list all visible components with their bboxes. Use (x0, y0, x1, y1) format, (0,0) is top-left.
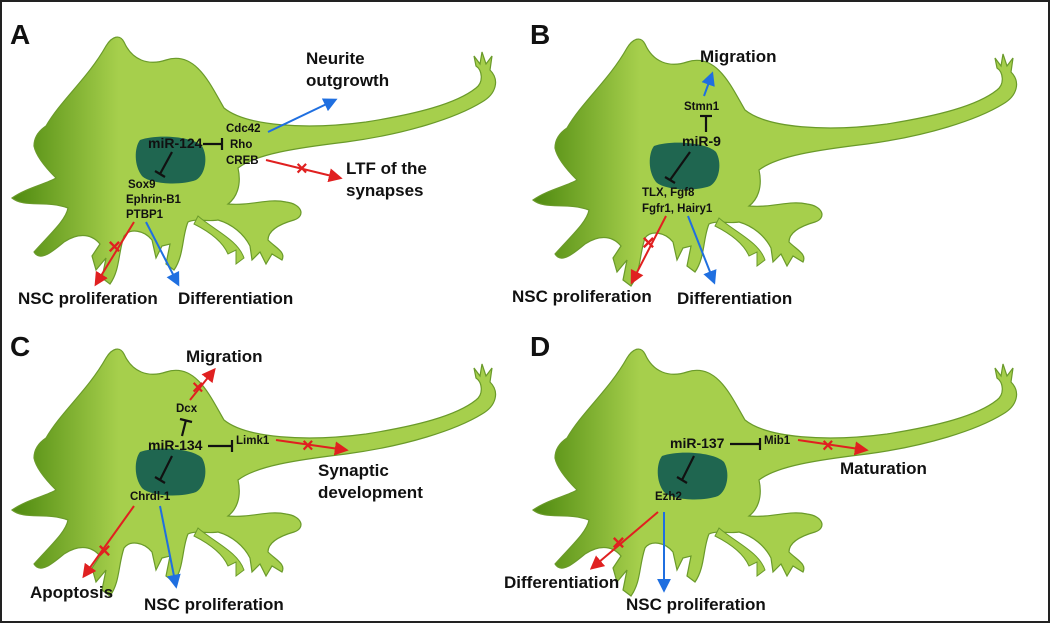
inhibit-line-c3 (159, 455, 173, 481)
panel-d: D miR-137 Mib1 × Maturation Ezh2 × Diffe… (504, 331, 1018, 614)
panel-letter-c: C (10, 331, 30, 362)
arrow-a-neurite (267, 98, 338, 133)
block-x-a1: × (296, 158, 308, 180)
arrow-a-diff (145, 221, 180, 287)
mirna-label-b: miR-9 (682, 133, 721, 149)
panel-a: A miR-124 Cdc42 Rho CREB Sox9 Ephrin-B1 … (10, 19, 497, 308)
outcome-a-neurite-2: outgrowth (306, 71, 389, 90)
arrow-c-nsc (159, 505, 181, 589)
panel-letter-a: A (10, 19, 30, 50)
arrow-b-diff (687, 215, 717, 285)
outcome-d-diff: Differentiation (504, 573, 619, 592)
outcome-c-synaptic-1: Synaptic (318, 461, 389, 480)
outcome-a-ltf-2: synapses (346, 181, 424, 200)
arrow-d-maturation (797, 439, 869, 456)
block-x-c3: × (98, 538, 111, 563)
target-d-mib1: Mib1 (764, 435, 791, 447)
inhibit-line-c1 (180, 419, 188, 437)
outcome-c-migration: Migration (186, 347, 263, 366)
mirna-label-a: miR-124 (148, 135, 203, 151)
nucleus-c (135, 448, 206, 496)
arrow-a-ltf (265, 159, 343, 183)
panel-c: C × Migration Dcx miR-134 Limk1 × Synapt… (10, 331, 497, 614)
inhibit-line-d2 (681, 455, 695, 481)
inhibit-line-b2 (669, 151, 691, 181)
nucleus-b (649, 142, 720, 190)
outcome-a-nsc: NSC proliferation (18, 289, 158, 308)
outcome-b-diff: Differentiation (677, 289, 792, 308)
outcome-b-nsc: NSC proliferation (512, 287, 652, 306)
inhibit-line-a2 (159, 151, 173, 175)
target-b-fgfr1: Fgfr1, Hairy1 (642, 203, 713, 215)
target-c-limk1: Limk1 (236, 435, 270, 447)
block-x-d2: × (612, 530, 625, 555)
panel-b: B Migration Stmn1 miR-9 TLX, Fgf8 Fgfr1,… (512, 19, 1018, 308)
block-x-a2: × (108, 234, 121, 259)
block-x-d1: × (822, 435, 834, 457)
outcome-a-ltf-1: LTF of the (346, 159, 427, 178)
outcome-d-maturation: Maturation (840, 459, 927, 478)
outcome-a-diff: Differentiation (178, 289, 293, 308)
outcome-d-nsc: NSC proliferation (626, 595, 766, 614)
mirna-label-d: miR-137 (670, 435, 725, 451)
block-x-c1: × (192, 377, 204, 399)
outcome-c-nsc: NSC proliferation (144, 595, 284, 614)
arrow-c-synaptic (275, 439, 349, 456)
neuron-cell-c (11, 348, 497, 597)
outcome-c-synaptic-2: development (318, 483, 423, 502)
target-a-ephrin: Ephrin-B1 (126, 194, 182, 206)
arrow-c-apoptosis (82, 505, 135, 579)
target-b-tlx: TLX, Fgf8 (642, 187, 695, 199)
panel-letter-b: B (530, 19, 550, 50)
target-a-cdc42: Cdc42 (226, 123, 261, 135)
block-x-b1: × (642, 230, 655, 255)
target-b-stmn1: Stmn1 (684, 101, 720, 113)
arrow-d-diff (589, 511, 659, 570)
arrow-b-nsc (630, 215, 667, 285)
target-c-dcx: Dcx (176, 403, 198, 415)
target-a-ptbp1: PTBP1 (126, 209, 164, 221)
target-a-creb: CREB (226, 155, 259, 167)
target-c-chrdl1: Chrdl-1 (130, 491, 171, 503)
outcome-c-apoptosis: Apoptosis (30, 583, 113, 602)
mirna-label-c: miR-134 (148, 437, 203, 453)
target-d-ezh2: Ezh2 (655, 491, 682, 503)
neuron-cell-d (532, 348, 1018, 597)
target-a-rho: Rho (230, 139, 252, 151)
outcome-a-neurite-1: Neurite (306, 49, 365, 68)
arrow-c-migration (189, 367, 216, 401)
block-x-c2: × (302, 435, 314, 457)
arrow-a-nsc (94, 221, 135, 287)
target-a-sox9: Sox9 (128, 179, 156, 191)
panel-letter-d: D (530, 331, 550, 362)
outcome-b-migration: Migration (700, 47, 777, 66)
neuron-cell-b (532, 38, 1018, 287)
arrow-b-migration (701, 71, 715, 97)
